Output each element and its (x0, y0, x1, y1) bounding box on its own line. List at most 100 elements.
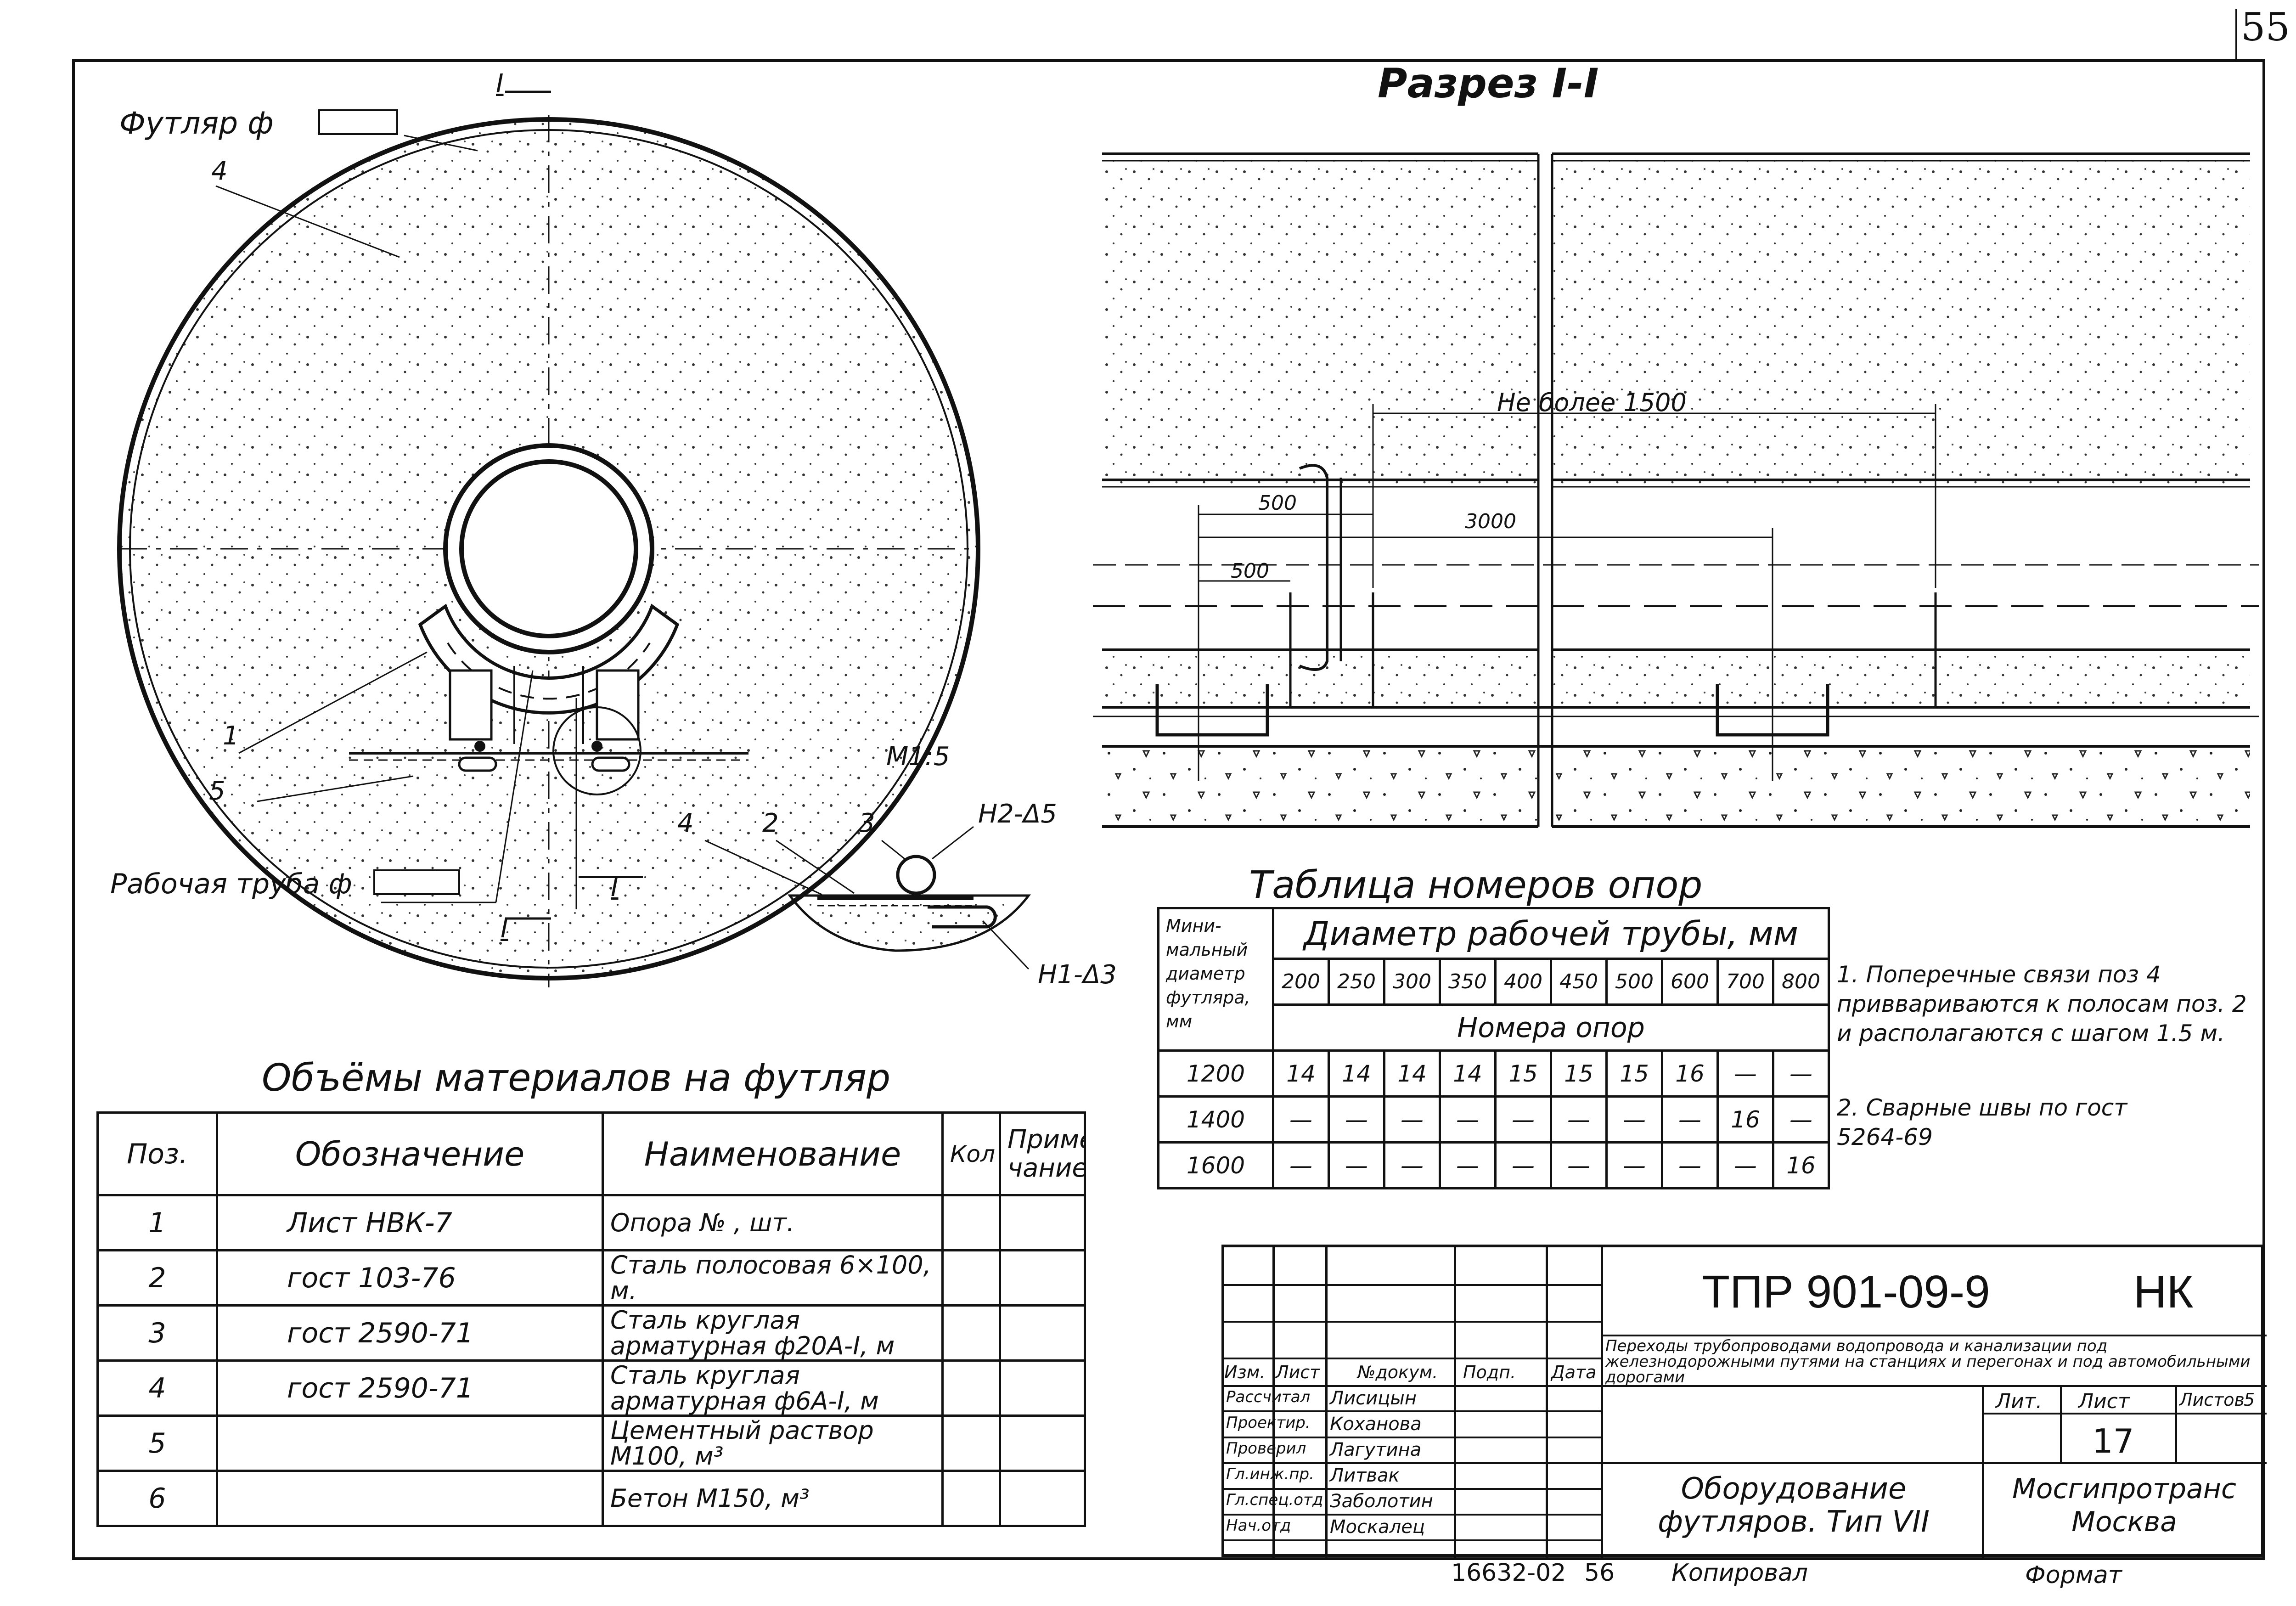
support-number-cell: 15 (1605, 1049, 1663, 1098)
materials-pos-cell: 6 (96, 1470, 218, 1527)
diameter-header-cell: 600 (1661, 958, 1719, 1006)
materials-empty-cell (941, 1359, 1001, 1417)
support-number-cell: — (1383, 1095, 1441, 1144)
materials-name-cell: Бетон М150, м³ (602, 1470, 944, 1527)
materials-header-cell: Кол (941, 1111, 1001, 1196)
diameter-header-cell: 400 (1494, 958, 1552, 1006)
supports-table: Мини-мальный диаметр футляра, мм Диаметр… (1157, 907, 1830, 1189)
support-number-cell: — (1772, 1095, 1830, 1144)
sheet-frame (72, 59, 2265, 1560)
case-diameter-col-header: Мини-мальный диаметр футляра, мм (1157, 907, 1274, 1052)
support-number-cell: — (1494, 1141, 1552, 1189)
materials-header-cell: Обозначение (216, 1111, 604, 1196)
materials-pos-cell: 1 (96, 1194, 218, 1251)
tb-person-name: Заболотин (1330, 1491, 1433, 1512)
tb-sheets-header: Листов (2179, 1390, 2245, 1410)
tb-sheet-header: Лист (2078, 1390, 2130, 1413)
support-number-cell: 15 (1494, 1049, 1552, 1098)
materials-empty-cell (999, 1470, 1086, 1527)
materials-header-cell: Поз. (96, 1111, 218, 1196)
work-pipe-diameter-label: Рабочая труба ф (110, 868, 352, 900)
support-number-cell: — (1661, 1095, 1719, 1144)
materials-pos-cell: 3 (96, 1304, 218, 1362)
supports-table-title: Таблица номеров опор (1249, 863, 1703, 907)
tb-col-sign: Подп. (1463, 1362, 1516, 1382)
materials-designation-cell (216, 1470, 604, 1527)
dim-500-top: 500 (1258, 491, 1297, 515)
support-number-cell: — (1439, 1141, 1497, 1189)
support-number-cell: — (1272, 1095, 1330, 1144)
materials-designation-cell: Лист НВК-7 (216, 1194, 604, 1251)
tb-col-list: Лист (1276, 1362, 1320, 1382)
materials-empty-cell (999, 1359, 1086, 1417)
dim-500-bottom: 500 (1231, 559, 1269, 583)
footer-doc-number: 16632-02 (1451, 1559, 1566, 1587)
support-number-cell: 14 (1328, 1049, 1385, 1098)
materials-header-cell: Приме-чание (999, 1111, 1086, 1196)
support-number-cell: 16 (1716, 1095, 1774, 1144)
tb-role: Гл.спец.отд (1226, 1491, 1323, 1509)
support-number-cell: — (1494, 1095, 1552, 1144)
weld-detail (704, 826, 1031, 970)
materials-header-cell: Наименование (602, 1111, 944, 1196)
diameter-header-cell: 450 (1550, 958, 1608, 1006)
case-diameter-label: Футляр ф (119, 106, 274, 141)
tb-person-name: Литвак (1330, 1465, 1400, 1486)
materials-empty-cell (941, 1470, 1001, 1527)
materials-designation-cell: гост 2590-71 (216, 1304, 604, 1362)
section-mark-bottom: I (501, 914, 508, 944)
not-more-label: Не более 1500 (1497, 388, 1687, 417)
position-4-label: 4 (211, 156, 228, 186)
materials-pos-cell: 5 (96, 1414, 218, 1472)
diameter-header-cell: 200 (1272, 958, 1330, 1006)
tb-role: Рассчитал (1226, 1388, 1311, 1406)
section-mark-right: I (611, 873, 619, 902)
position-1-label: 1 (223, 721, 239, 751)
footer-copied: Копировал (1671, 1559, 1808, 1587)
materials-pos-cell: 4 (96, 1359, 218, 1417)
materials-table: Поз.ОбозначениеНаименованиеКолПриме-чани… (96, 1111, 1086, 1527)
materials-name-cell: Сталь круглая арматурная ф6А-I, м (602, 1359, 944, 1417)
case-diameter-cell: 1200 (1157, 1049, 1274, 1098)
diameter-header-cell: 700 (1716, 958, 1774, 1006)
support-number-cell: — (1439, 1095, 1497, 1144)
diameter-header-cell: 300 (1383, 958, 1441, 1006)
weld-h1-label: Н1-Δ3 (1038, 960, 1117, 990)
support-number-cell: 14 (1272, 1049, 1330, 1098)
section-mark-top: I (496, 69, 504, 99)
section-title: Разрез I-I (1378, 60, 1599, 107)
page-number: 55 (2241, 5, 2290, 50)
diameter-header-cell: 500 (1605, 958, 1663, 1006)
materials-empty-cell (941, 1304, 1001, 1362)
materials-row: 6 Бетон М150, м³ (96, 1470, 1086, 1527)
materials-name-cell: Сталь круглая арматурная ф20А-I, м (602, 1304, 944, 1362)
materials-designation-cell (216, 1414, 604, 1472)
tb-person-name: Лисицын (1330, 1388, 1417, 1409)
materials-designation-cell: гост 2590-71 (216, 1359, 604, 1417)
tb-person-name: Лагутина (1330, 1439, 1422, 1460)
tb-person-name: Кохановa (1330, 1414, 1422, 1435)
diameter-header-cell: 250 (1328, 958, 1385, 1006)
dim-3000: 3000 (1465, 510, 1516, 533)
materials-name-cell: Сталь полосовая 6×100, м. (602, 1249, 944, 1307)
tb-sheet-value: 17 (2092, 1422, 2134, 1460)
diameter-header-cell: 800 (1772, 958, 1830, 1006)
tb-project: Переходы трубопроводами водопровода и ка… (1605, 1337, 2251, 1386)
case-cross-section (117, 90, 980, 987)
materials-empty-cell (999, 1249, 1086, 1307)
support-number-cell: — (1772, 1049, 1830, 1098)
detail-pos-3: 3 (859, 808, 875, 838)
support-number-cell: — (1716, 1141, 1774, 1189)
position-5-label: 5 (209, 776, 225, 806)
tb-col-izm: Изм. (1224, 1362, 1266, 1382)
support-number-cell: 16 (1772, 1141, 1830, 1189)
materials-empty-cell (941, 1194, 1001, 1251)
support-row: 1400————————16— (1157, 1095, 1830, 1144)
support-number-cell: 15 (1550, 1049, 1608, 1098)
